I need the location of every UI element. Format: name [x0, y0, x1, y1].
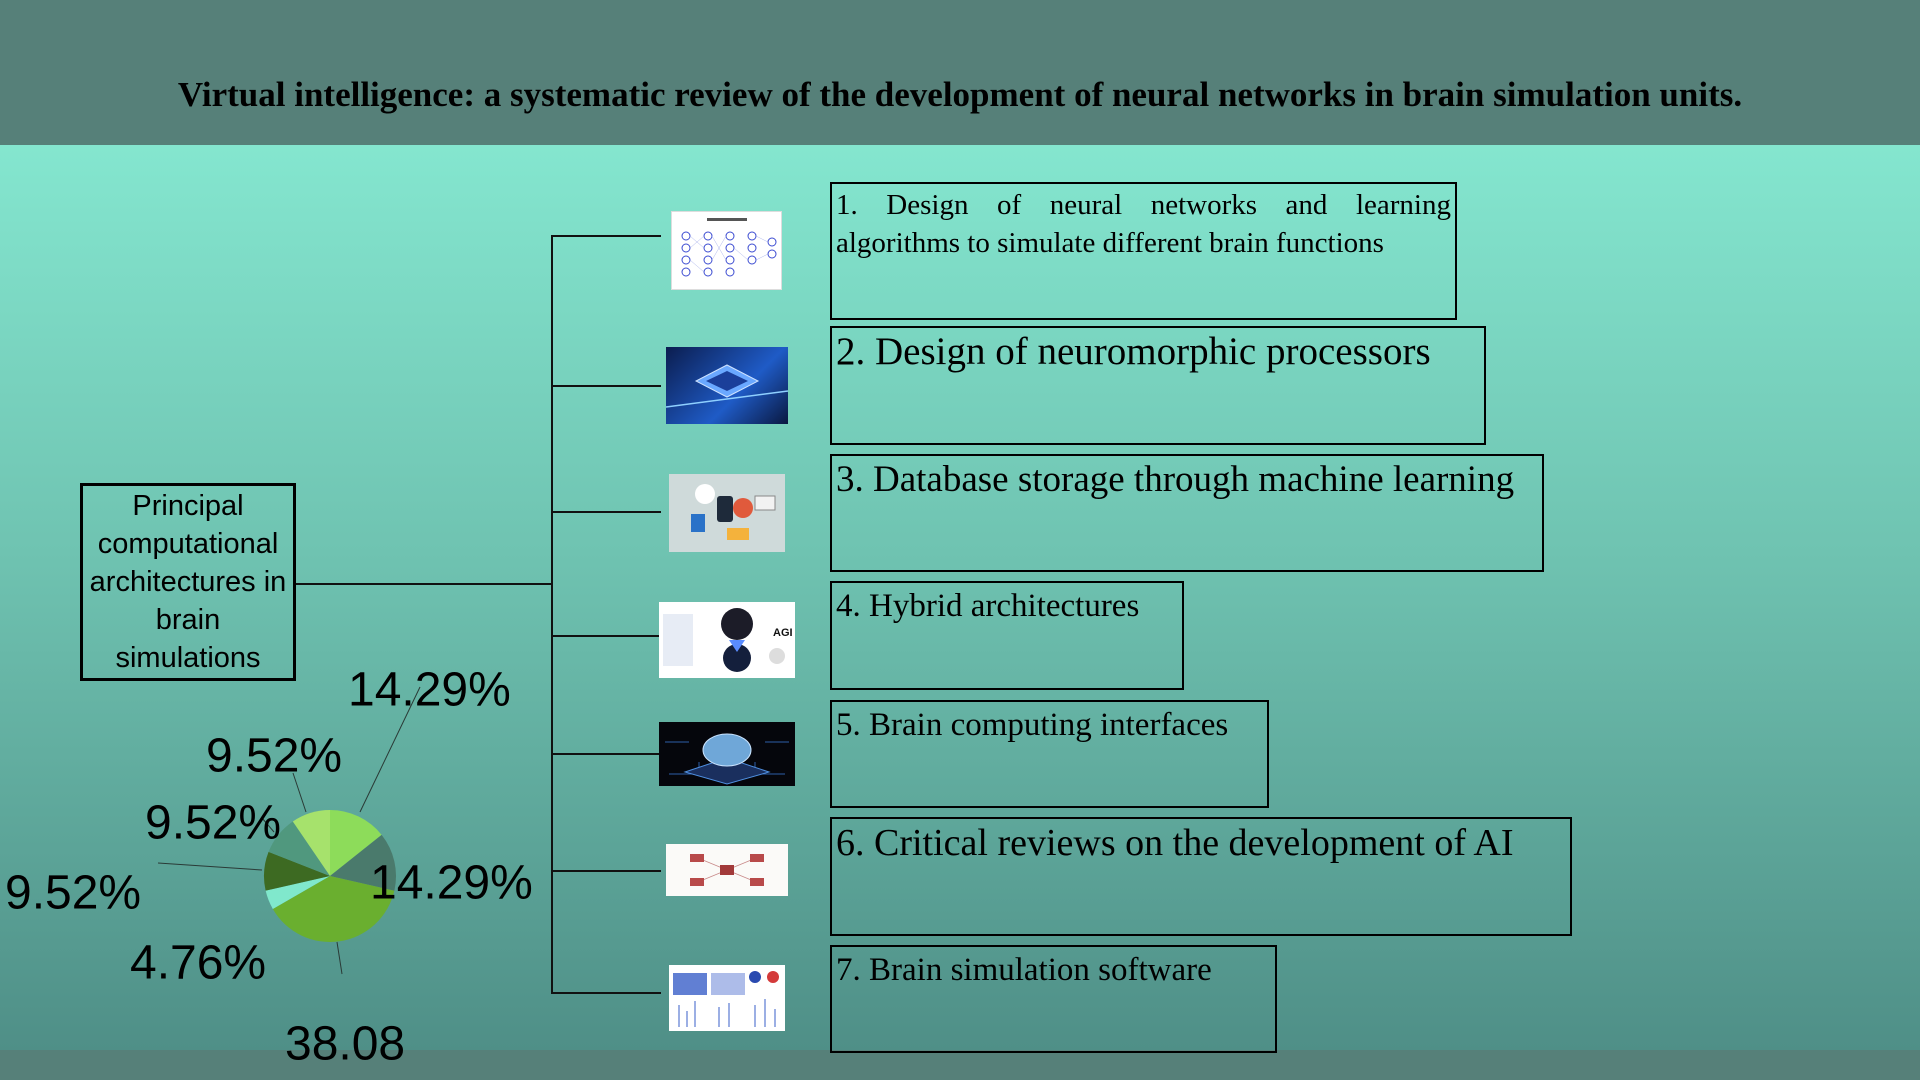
- pie-leader-line-3: [336, 941, 343, 975]
- pie-leader-line-6: [261, 817, 275, 833]
- pie-label-1: 14.29%: [348, 664, 511, 717]
- pie-slice-5: [264, 851, 330, 891]
- bottom-band: [0, 1050, 1920, 1080]
- pie-slice-3: [272, 876, 395, 943]
- item-box-5: 5. Brain computing interfaces: [830, 700, 1269, 808]
- thumbnail-brain-chip: [659, 722, 795, 786]
- pie-slice-1: [330, 810, 382, 876]
- pie-leader-line-7: [292, 772, 307, 813]
- neural-network-icon: [681, 218, 777, 277]
- item-box-3: 3. Database storage through machine lear…: [830, 454, 1544, 572]
- connector-branch-3: [551, 511, 661, 513]
- central-concept-label: Principal computational architectures in…: [89, 490, 287, 674]
- thumbnail-simulation-plots: [669, 965, 785, 1031]
- data-storage-icon: [691, 484, 776, 540]
- item-label-2: 2. Design of neuromorphic processors: [836, 330, 1431, 373]
- pie-leader-line-5: [157, 862, 263, 871]
- pie-leader-line-1: [359, 686, 421, 813]
- thumbnail-chip-processor: [666, 347, 788, 424]
- connector-branch-5: [551, 753, 661, 755]
- thumbnail-hybrid-architecture: AGI: [659, 602, 795, 678]
- connector-trunk: [296, 583, 552, 585]
- pie-slice-4: [265, 876, 330, 909]
- connector-branch-1: [551, 235, 661, 237]
- item-label-4: 4. Hybrid architectures: [836, 588, 1140, 624]
- connector-spine: [551, 235, 553, 992]
- item-label-7: 7. Brain simulation software: [836, 952, 1212, 988]
- thumbnail-neural-network: [671, 211, 782, 290]
- item-label-6: 6. Critical reviews on the development o…: [836, 822, 1514, 864]
- item-box-7: 7. Brain simulation software: [830, 945, 1277, 1053]
- pie-slice-2: [330, 834, 396, 891]
- item-box-2: 2. Design of neuromorphic processors: [830, 326, 1486, 445]
- connector-branch-4: [551, 635, 661, 637]
- pie-label-6: 9.52%: [145, 797, 281, 850]
- connector-branch-2: [551, 385, 661, 387]
- thumbnail-data-storage: [669, 474, 785, 552]
- mind-map-icon: [690, 854, 764, 886]
- pie-label-7: 9.52%: [206, 730, 342, 783]
- item-box-4: 4. Hybrid architectures: [830, 581, 1184, 690]
- connector-branch-7: [551, 992, 661, 994]
- thumbnail-mind-map: [666, 844, 788, 896]
- pie-label-3: 38.08: [285, 1018, 405, 1071]
- simulation-plots-icon: [673, 971, 779, 1027]
- page-title: Virtual intelligence: a systematic revie…: [177, 75, 1743, 114]
- pie-slice-6: [268, 821, 330, 876]
- pie-label-4: 4.76%: [130, 937, 266, 990]
- connector-branch-6: [551, 870, 661, 872]
- svg-text:AGI: AGI: [773, 627, 793, 639]
- chip-icon: [666, 364, 788, 408]
- brain-chip-icon: [665, 733, 789, 785]
- header-band: [0, 0, 1920, 145]
- pie-slice-7: [292, 810, 330, 876]
- pie-label-5: 9.52%: [5, 867, 141, 920]
- item-box-1: 1. Design of neural networks and learnin…: [830, 182, 1457, 320]
- item-label-1: 1. Design of neural networks and learnin…: [836, 189, 1451, 259]
- pie-label-2: 14.29%: [370, 857, 533, 910]
- item-box-6: 6. Critical reviews on the development o…: [830, 817, 1572, 936]
- central-concept-box: Principal computational architectures in…: [80, 483, 296, 681]
- item-label-5: 5. Brain computing interfaces: [836, 707, 1229, 743]
- item-label-3: 3. Database storage through machine lear…: [836, 459, 1515, 500]
- hybrid-architecture-icon: AGI: [663, 608, 793, 672]
